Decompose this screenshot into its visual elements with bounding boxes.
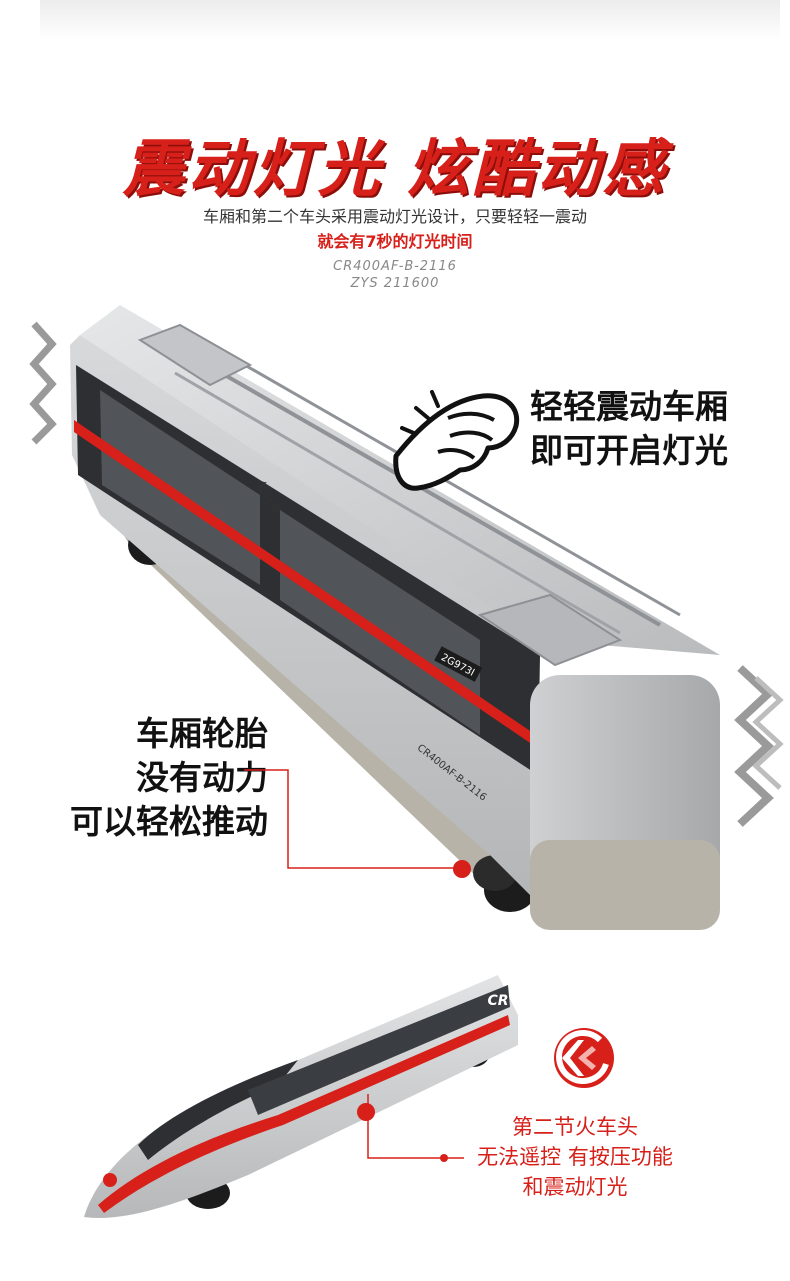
tire-leader-line — [244, 769, 462, 869]
head-leader-line — [367, 1094, 464, 1162]
callout-tires: 车厢轮胎 没有动力 可以轻松推动 — [58, 712, 268, 844]
callout-head-line-2: 无法遥控 有按压功能 — [477, 1145, 673, 1169]
locomotive-head-image: CR — [84, 975, 518, 1218]
model-codes: CR400AF-B-2116 ZYS 211600 — [0, 258, 790, 292]
callout-shake-line-2: 即可开启灯光 — [530, 431, 728, 470]
page-headline: 震动灯光 炫酷动感 — [122, 132, 668, 205]
description-line-2: 就会有7秒的灯光时间 — [317, 232, 473, 251]
callout-tires-line-1: 车厢轮胎 — [136, 714, 268, 753]
callout-tires-line-3: 可以轻松推动 — [70, 802, 268, 841]
zigzag-vibration-icon-right — [734, 665, 784, 827]
hand-pointer-icon — [393, 390, 520, 491]
callout-shake: 轻轻震动车厢 即可开启灯光 — [530, 385, 728, 473]
callout-head: 第二节火车头 无法遥控 有按压功能 和震动灯光 — [450, 1112, 700, 1202]
zigzag-vibration-icon-left — [29, 321, 57, 445]
cr-logo: CR — [487, 993, 508, 1009]
model-code-2: ZYS 211600 — [350, 276, 440, 291]
description-line-1: 车厢和第二个车头采用震动灯光设计，只要轻轻一震动 — [202, 207, 587, 226]
refresh-arrow-icon — [554, 1028, 614, 1088]
callout-head-line-3: 和震动灯光 — [522, 1175, 628, 1199]
top-shadow — [40, 0, 780, 40]
model-code-1: CR400AF-B-2116 — [333, 259, 457, 274]
callout-shake-line-1: 轻轻震动车厢 — [530, 387, 728, 426]
callout-tires-line-2: 没有动力 — [136, 758, 268, 797]
callout-head-line-1: 第二节火车头 — [512, 1115, 638, 1139]
